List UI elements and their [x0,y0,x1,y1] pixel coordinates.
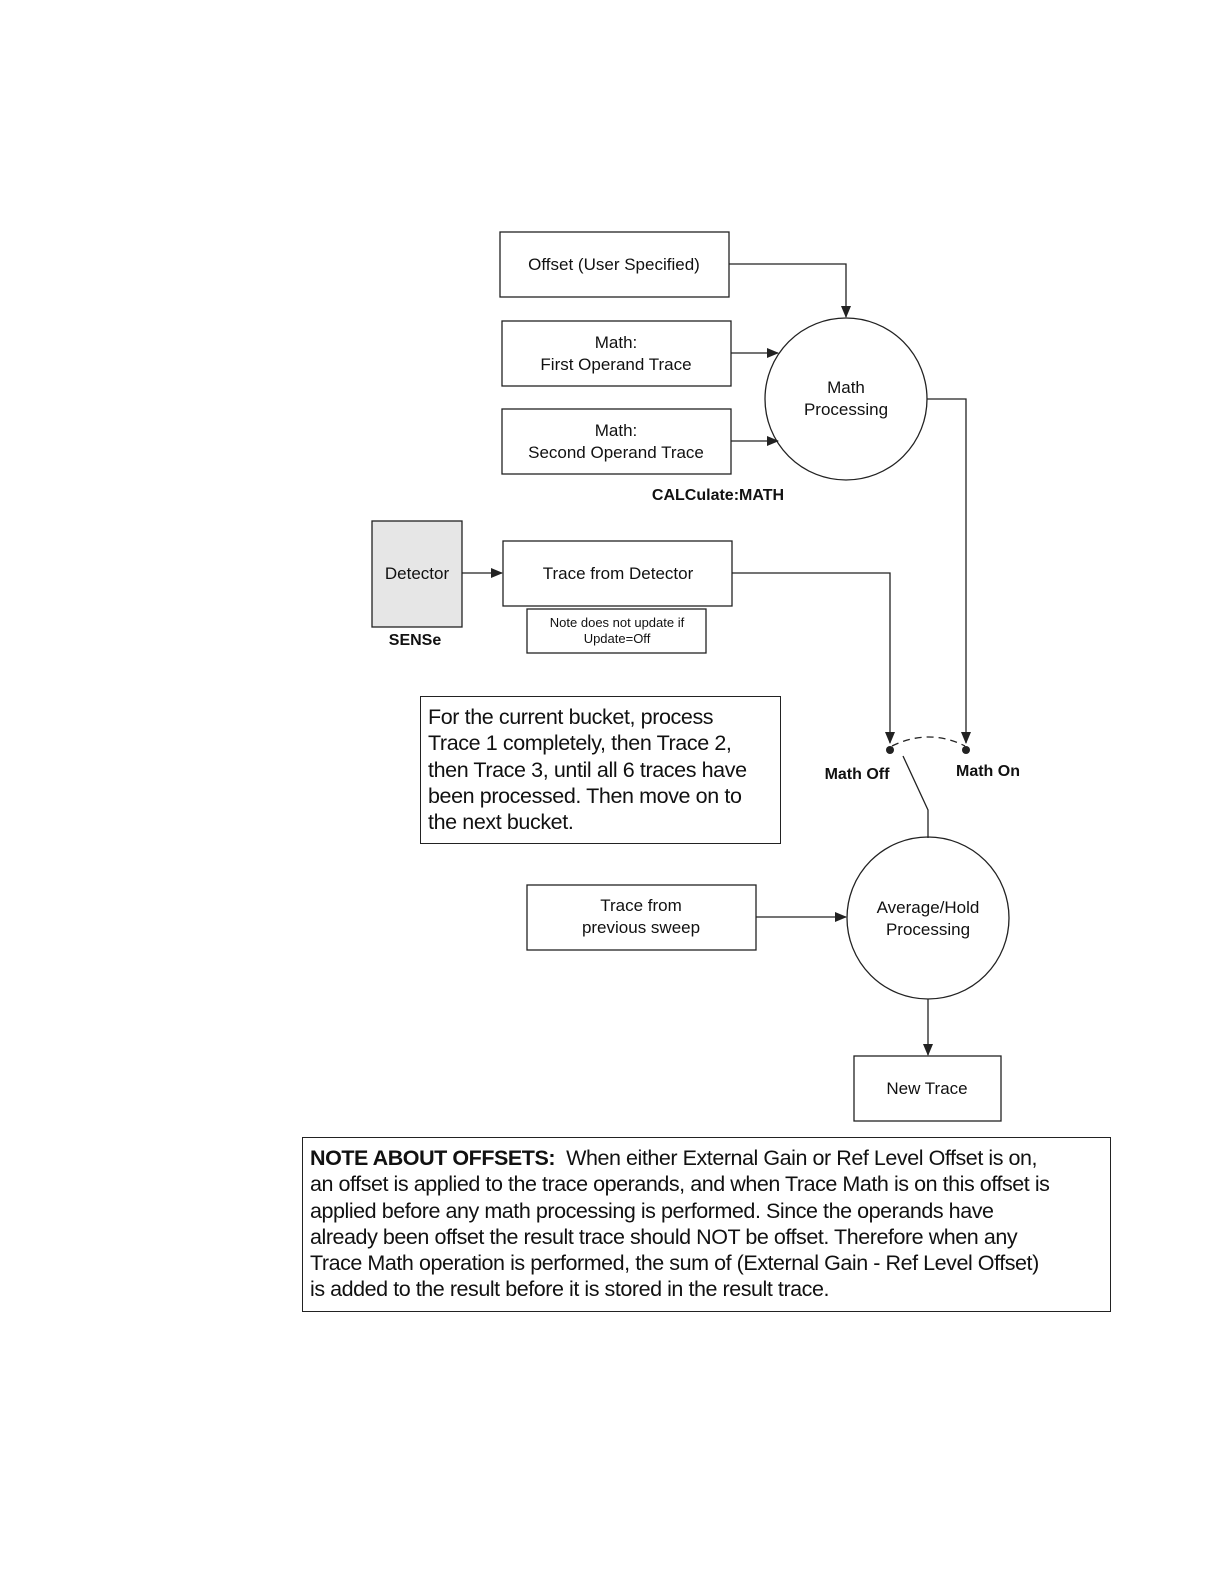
process-note-line: the next bucket. [428,810,574,835]
math-off-label: Math Off [825,766,891,783]
math-processing-node: Math Processing [764,317,928,481]
math-off-contact [886,746,894,754]
offset-note-line: Trace Math operation is performed, the s… [310,1251,1039,1276]
average-hold-processing-node: Average/Hold Processing [846,836,1010,1000]
update-note-line1: Note does not update if [550,615,685,630]
trace-to-math-off-arrow [732,572,895,744]
avg-hold-line1: Average/Hold [877,898,980,917]
first-operand-line1: Math: [595,333,638,352]
offset-note-first-line-rest: When either External Gain or Ref Level O… [566,1146,1038,1170]
math-on-label: Math On [956,763,1020,780]
offset-note-heading: NOTE ABOUT OFFSETS: [310,1146,556,1170]
process-note-line: then Trace 3, until all 6 traces have [428,757,747,782]
math-result-to-switch-arrow [927,398,971,744]
offset-note-first-line: NOTE ABOUT OFFSETS: When either External… [310,1145,1104,1171]
offset-box-label: Offset (User Specified) [528,255,700,274]
second-operand-trace-box: Math: Second Operand Trace [501,408,732,475]
offsets-note: NOTE ABOUT OFFSETS: When either External… [302,1137,1111,1312]
switch-dashed-arc [891,736,966,747]
switch-arm-line [902,755,929,838]
offset-note-line: is added to the result before it is stor… [310,1277,829,1302]
detector-box: Detector [371,520,463,628]
offset-user-specified-box: Offset (User Specified) [499,231,730,298]
math-processing-line1: Math [827,378,865,397]
trace-prev-line1: Trace from [600,896,682,915]
trace-prev-line2: previous sweep [582,918,700,937]
first-operand-trace-box: Math: First Operand Trace [501,320,732,387]
offset-note-line: applied before any math processing is pe… [310,1198,994,1223]
first-operand-line2: First Operand Trace [540,355,691,374]
calculate-math-label: CALCulate:MATH [652,487,784,504]
sense-label: SENSe [389,632,442,649]
offset-note-line: already been offset the result trace sho… [310,1224,1018,1249]
new-trace-box: New Trace [853,1055,1002,1122]
update-note-box: Note does not update if Update=Off [526,608,707,654]
math-processing-line2: Processing [804,400,888,419]
offset-note-line: an offset is applied to the trace operan… [310,1172,1050,1197]
second-operand-line2: Second Operand Trace [528,443,704,462]
trace-from-detector-box: Trace from Detector [502,540,733,607]
math-on-contact [962,746,970,754]
second-operand-line1: Math: [595,421,638,440]
trace-from-detector-label: Trace from Detector [543,564,694,583]
trace-previous-sweep-box: Trace from previous sweep [526,884,757,951]
offset-to-math-arrow [729,263,851,318]
avg-hold-line2: Processing [886,920,970,939]
process-note-line: Trace 1 completely, then Trace 2, [428,731,732,756]
process-note-line: been processed. Then move on to [428,783,742,808]
new-trace-label: New Trace [886,1079,967,1098]
process-note-line: For the current bucket, process [428,705,714,729]
bucket-processing-note: For the current bucket, process Trace 1 … [420,696,781,844]
update-note-line2: Update=Off [584,631,651,646]
detector-label: Detector [385,564,450,583]
